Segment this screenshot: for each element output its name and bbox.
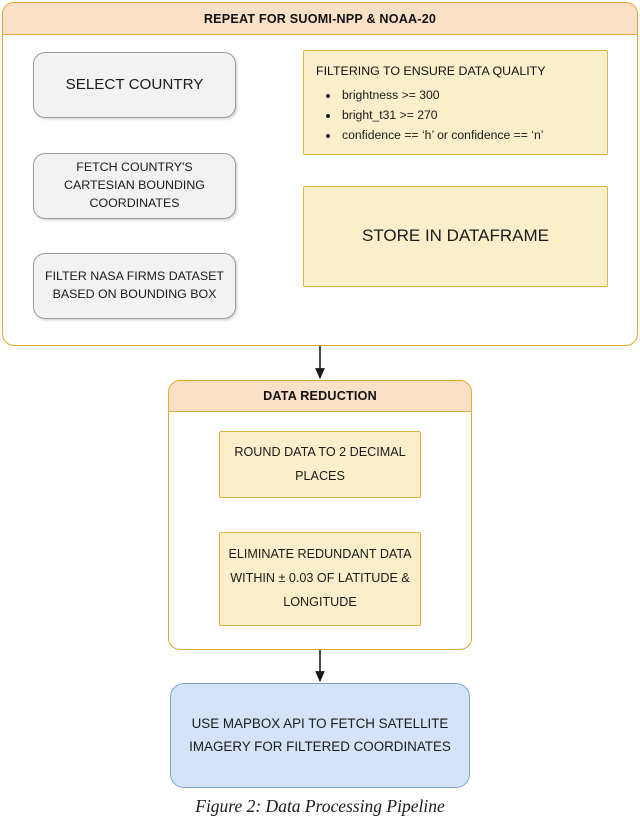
- node-round-data[interactable]: ROUND DATA TO 2 DECIMAL PLACES: [219, 431, 421, 498]
- filtering-rule-item: bright_t31 >= 270: [340, 106, 601, 126]
- node-eliminate-redundant[interactable]: ELIMINATE REDUNDANT DATA WITHIN ± 0.03 O…: [219, 532, 421, 626]
- group-data-reduction-header: DATA REDUCTION: [169, 381, 471, 412]
- node-mapbox-fetch-label: USE MAPBOX API TO FETCH SATELLITE IMAGER…: [189, 716, 451, 754]
- node-round-data-label: ROUND DATA TO 2 DECIMAL PLACES: [234, 444, 406, 483]
- filtering-rules-list: brightness >= 300 bright_t31 >= 270 conf…: [310, 86, 601, 145]
- node-fetch-bounding-coordinates-label: FETCH COUNTRY'S CARTESIAN BOUNDING COORD…: [64, 160, 205, 210]
- node-filter-firms-dataset[interactable]: FILTER NASA FIRMS DATASET BASED ON BOUND…: [33, 253, 236, 319]
- node-select-country[interactable]: SELECT COUNTRY: [33, 52, 236, 118]
- figure-caption: Figure 2: Data Processing Pipeline: [195, 796, 445, 816]
- node-fetch-bounding-coordinates[interactable]: FETCH COUNTRY'S CARTESIAN BOUNDING COORD…: [33, 153, 236, 219]
- node-filtering-quality[interactable]: FILTERING TO ENSURE DATA QUALITY brightn…: [303, 50, 608, 155]
- filtering-rule-item: confidence == ‘h’ or confidence == ‘n’: [340, 126, 601, 146]
- node-filter-firms-dataset-label: FILTER NASA FIRMS DATASET BASED ON BOUND…: [45, 269, 224, 301]
- node-select-country-label: SELECT COUNTRY: [65, 75, 204, 93]
- group-repeat-header: REPEAT FOR SUOMI-NPP & NOAA-20: [3, 3, 637, 35]
- node-filtering-quality-title: FILTERING TO ENSURE DATA QUALITY: [316, 64, 546, 78]
- node-store-in-dataframe[interactable]: STORE IN DATAFRAME: [303, 186, 608, 287]
- node-eliminate-redundant-label: ELIMINATE REDUNDANT DATA WITHIN ± 0.03 O…: [228, 547, 412, 609]
- filtering-rule-item: brightness >= 300: [340, 86, 601, 106]
- node-mapbox-fetch[interactable]: USE MAPBOX API TO FETCH SATELLITE IMAGER…: [170, 683, 470, 788]
- node-store-in-dataframe-label: STORE IN DATAFRAME: [361, 226, 550, 246]
